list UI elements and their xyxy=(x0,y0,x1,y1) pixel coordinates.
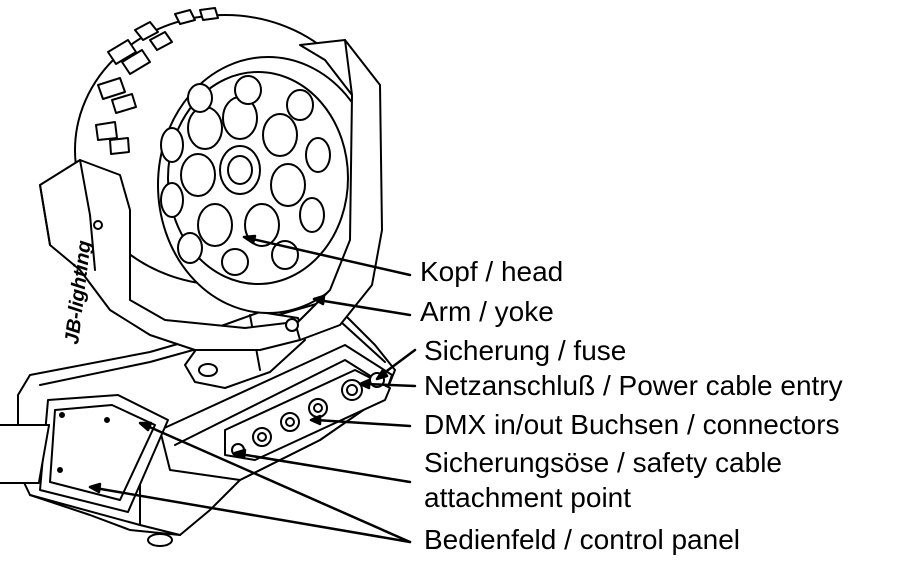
callout-line-head xyxy=(246,236,412,277)
label-fuse: Sicherung / fuse xyxy=(424,335,627,366)
head xyxy=(74,7,379,314)
label-head: Kopf / head xyxy=(420,256,564,287)
label-safety-line1: Sicherungsöse / safety cable xyxy=(424,447,782,478)
callout-line-power xyxy=(363,382,417,388)
connector-panel xyxy=(224,369,391,461)
callout-line-yoke xyxy=(316,298,412,317)
callout-line-safety xyxy=(238,452,412,484)
cooling-slots xyxy=(95,7,219,155)
callout-line-dmx xyxy=(314,418,412,428)
control-panel xyxy=(0,394,169,513)
label-safety-line2: attachment point xyxy=(424,482,632,513)
callout-line-control-2 xyxy=(93,486,412,544)
label-power: Netzanschluß / Power cable entry xyxy=(424,370,843,401)
callout-line-control-1 xyxy=(143,423,412,544)
callout-line-fuse xyxy=(378,348,417,378)
callout-lines xyxy=(88,234,417,544)
label-yoke: Arm / yoke xyxy=(420,296,554,327)
label-control: Bedienfeld / control panel xyxy=(424,524,740,555)
label-dmx: DMX in/out Buchsen / connectors xyxy=(424,409,840,440)
